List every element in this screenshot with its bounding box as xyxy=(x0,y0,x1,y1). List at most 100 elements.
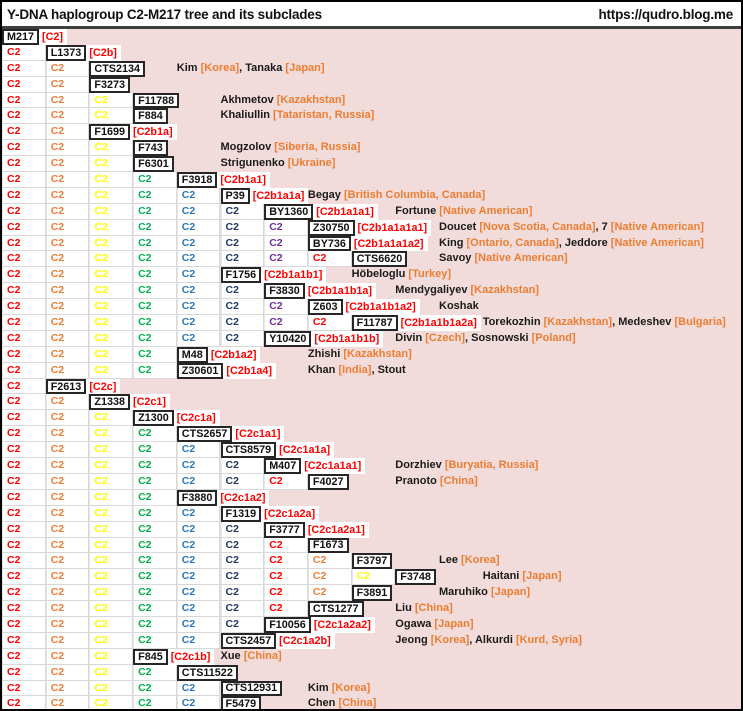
person-origin: [Siberia, Russia] xyxy=(271,141,361,154)
clade-box: M217 xyxy=(2,29,40,45)
clade-box: F3748 xyxy=(395,569,436,586)
clade-subclade-label: [C2b1a1a1] xyxy=(313,203,378,220)
sample-names: Maruhiko [Japan] xyxy=(439,585,530,601)
person-name: Alkurdi xyxy=(474,633,513,646)
c2-cell: C2 xyxy=(2,235,46,252)
clade-cell: Z1300[C2c1a] xyxy=(133,410,220,427)
clade-cell: Z603[C2b1a1b1a2] xyxy=(307,299,420,316)
c2-cell: C2 xyxy=(2,616,46,633)
c2-cell: C2 xyxy=(176,219,221,236)
person-name: Torekozhin xyxy=(482,316,541,329)
person-origin: [Native American] xyxy=(607,220,704,233)
person-origin: [Turkey] xyxy=(405,268,452,281)
person-name: Haitani xyxy=(482,570,520,583)
person-name: Sosnowski xyxy=(471,331,529,344)
c2-cell: C2 xyxy=(133,505,177,522)
sample-names: Haitani [Japan] xyxy=(483,569,562,585)
page-url[interactable]: https://qudro.blog.me xyxy=(598,6,733,22)
c2-cell: C2 xyxy=(133,172,177,188)
c2-cell: C2 xyxy=(45,585,90,602)
c2-cell: C2 xyxy=(220,585,265,602)
c2-cell: C2 xyxy=(307,585,352,602)
clade-box: F3891 xyxy=(351,585,393,602)
c2-cell: C2 xyxy=(176,203,221,220)
c2-cell: C2 xyxy=(89,426,134,443)
clade-subclade-label: [C2c1a2a] xyxy=(261,505,320,522)
person-origin: [China] xyxy=(240,649,282,662)
clade-cell: F884 xyxy=(133,108,168,125)
c2-cell: C2 xyxy=(45,521,90,538)
clade-subclade-label: [C2c1a2b] xyxy=(276,632,335,649)
clade-box: Z1338 xyxy=(89,394,131,411)
c2-cell: C2 xyxy=(45,299,90,316)
sample-names: Khan [India], Stout xyxy=(307,363,406,376)
c2-cell: C2 xyxy=(307,315,352,331)
c2-cell: C2 xyxy=(220,473,265,490)
c2-cell: C2 xyxy=(133,330,177,347)
c2-cell: C2 xyxy=(220,283,265,300)
c2-cell: C2 xyxy=(220,219,265,236)
clade-cell: CTS2657[C2c1a1] xyxy=(176,426,285,443)
clade-box: CTS1277 xyxy=(307,601,364,617)
clade-cell: CTS1277 xyxy=(307,601,364,617)
c2-cell: C2 xyxy=(176,632,221,649)
clade-subclade-label: [C2] xyxy=(39,29,68,45)
person-name: 7 xyxy=(601,220,608,233)
clade-subclade-label: [C2b1a1] xyxy=(217,172,271,188)
person-name: Mendygaliyev xyxy=(395,284,468,297)
clade-box: F743 xyxy=(133,140,168,157)
clade-cell: CTS2134 xyxy=(89,60,146,77)
c2-cell: C2 xyxy=(133,458,177,474)
c2-cell: C2 xyxy=(133,521,177,538)
c2-cell: C2 xyxy=(2,632,46,649)
person-origin: [Kazakhstan] xyxy=(540,316,613,329)
c2-cell: C2 xyxy=(45,394,90,411)
person-origin: [Native American] xyxy=(471,252,568,265)
c2-cell: C2 xyxy=(89,537,134,554)
sample-names: Begay [British Columbia, Canada] xyxy=(308,188,485,204)
sample-names: Doucet [Nova Scotia, Canada], 7 [Native … xyxy=(439,220,704,233)
person-name: Begay xyxy=(307,188,341,201)
c2-cell: C2 xyxy=(2,378,46,395)
c2-cell: C2 xyxy=(89,664,134,681)
c2-cell: C2 xyxy=(2,76,46,93)
person-origin: [Korea] xyxy=(427,633,470,646)
clade-subclade-label: [C2c1a2] xyxy=(217,489,270,506)
clade-subclade-label: [C2b1a1b1a2a] xyxy=(397,315,481,331)
c2-cell: C2 xyxy=(89,458,134,474)
clade-box: F3777 xyxy=(264,521,305,538)
person-name: Medeshev xyxy=(618,316,672,329)
person-origin: [Korea] xyxy=(457,554,500,567)
clade-subclade-label: [C2b1a1a1a2] xyxy=(350,235,428,252)
person-origin: [Buryatia, Russia] xyxy=(441,459,539,472)
c2-cell: C2 xyxy=(45,632,90,649)
c2-cell: C2 xyxy=(176,585,221,602)
person-name: Koshak xyxy=(439,300,479,313)
clade-cell: Z30750[C2b1a1a1a1] xyxy=(307,219,432,236)
c2-cell: C2 xyxy=(2,156,46,173)
c2-cell: C2 xyxy=(2,489,46,506)
person-name: Khaliullin xyxy=(220,109,271,122)
clade-cell: Z30601[C2b1a4] xyxy=(176,362,277,379)
c2-cell: C2 xyxy=(176,283,221,300)
clade-cell: F3891 xyxy=(351,585,393,602)
c2-cell: C2 xyxy=(45,346,90,363)
clade-cell: P39[C2b1a1a] xyxy=(220,187,309,204)
c2-cell: C2 xyxy=(2,696,46,709)
clade-cell: F3777[C2c1a2a1] xyxy=(264,521,369,538)
c2-cell: C2 xyxy=(264,235,308,252)
c2-cell: C2 xyxy=(2,442,46,459)
clade-box: F10056 xyxy=(264,616,311,633)
